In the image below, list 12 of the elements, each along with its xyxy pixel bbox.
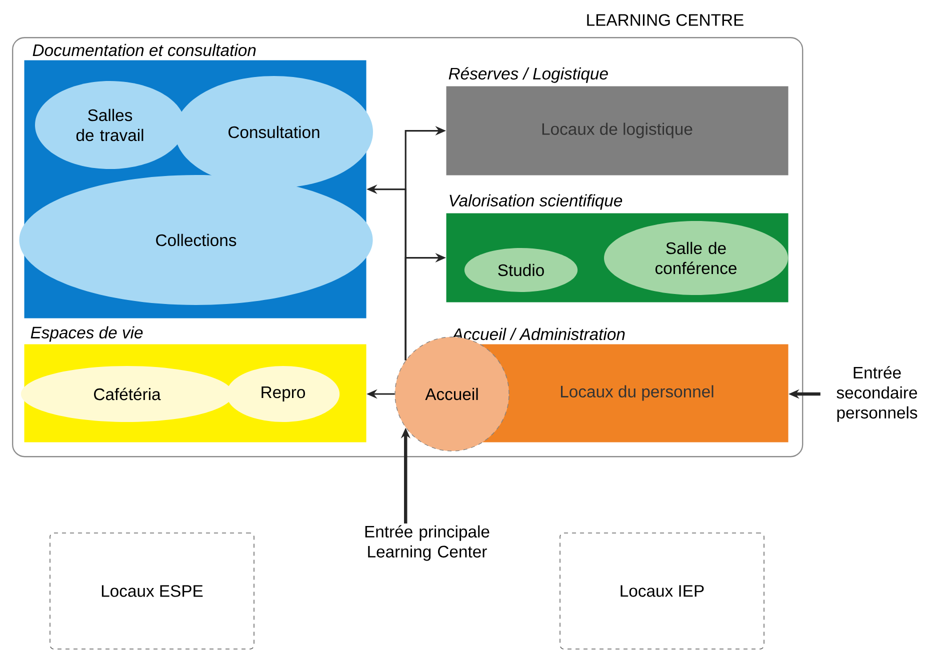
area-heading: LEARNING CENTRE [587, 14, 744, 26]
entrance-label: Entrée principale Learning Center [365, 525, 490, 561]
building-box: Locaux ESPE [50, 532, 254, 650]
room-label: Locaux du personnel [561, 385, 714, 401]
room-label: Locaux de logistique [542, 122, 692, 138]
area-heading: Valorisation scientifique [450, 194, 622, 210]
area-heading: Réserves / Logistique [448, 67, 608, 83]
area-heading: Documentation et consultation [32, 44, 256, 56]
node-label: Consultation [228, 126, 320, 138]
building-box: Locaux IEP [560, 532, 764, 650]
entrance-label: Entrée secondaire personnels [836, 366, 918, 422]
area-heading: Espaces de vie [30, 326, 143, 342]
